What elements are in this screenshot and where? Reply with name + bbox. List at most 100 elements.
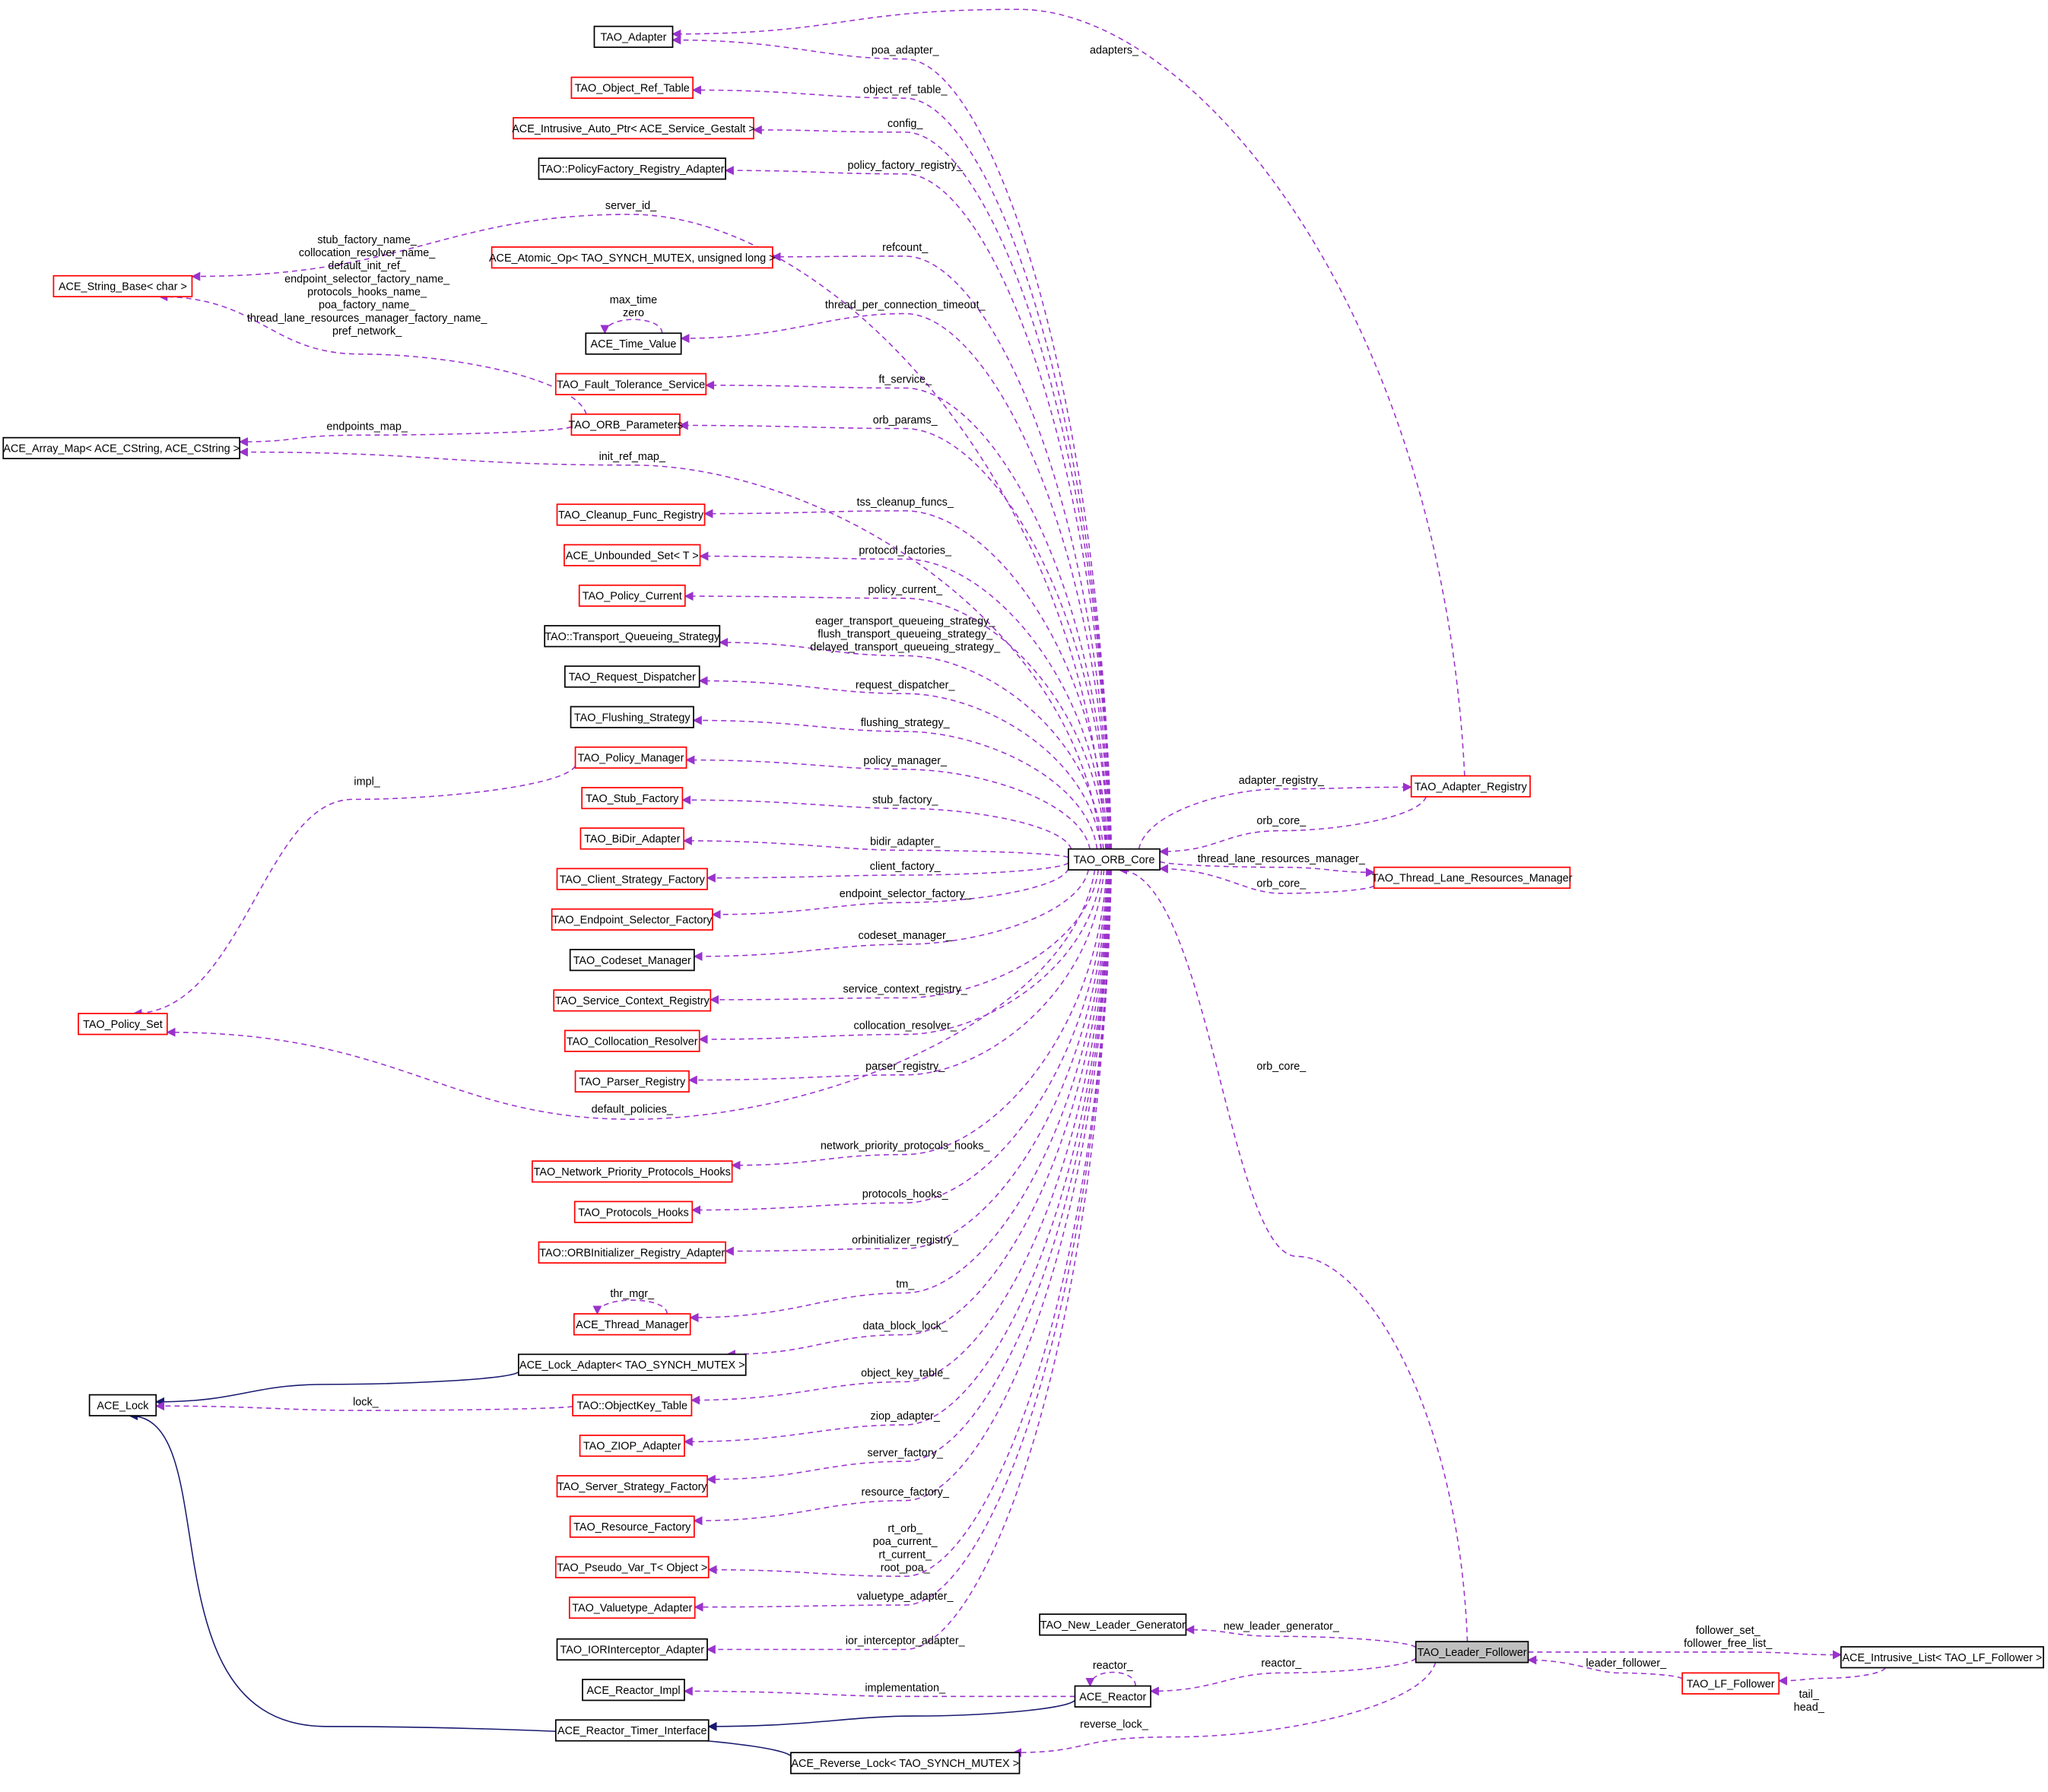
class-node-ace-lock-adapter-tao-synch-mutex[interactable]: ACE_Lock_Adapter< TAO_SYNCH_MUTEX > — [517, 1353, 747, 1376]
class-node-ace-unbounded-set-t[interactable]: ACE_Unbounded_Set< T > — [564, 544, 701, 566]
class-node-tao-object-ref-table[interactable]: TAO_Object_Ref_Table — [570, 76, 694, 99]
class-node-tao-stub-factory[interactable]: TAO_Stub_Factory — [581, 787, 684, 810]
edge-layer — [128, 8, 1886, 1758]
class-node-tao-transport-queueing-strategy[interactable]: TAO::Transport_Queueing_Strategy — [544, 625, 721, 648]
class-node-tao-leader-follower[interactable]: TAO_Leader_Follower — [1415, 1641, 1529, 1664]
class-node-tao-orb-parameters[interactable]: TAO_ORB_Parameters — [569, 413, 683, 436]
node-box — [564, 1029, 700, 1052]
usage-edge-orbinitializer-registry — [724, 870, 1110, 1256]
edge-label: reactor_ — [1093, 1660, 1134, 1672]
class-node-ace-reactor-timer-interface[interactable]: ACE_Reactor_Timer_Interface — [554, 1719, 710, 1742]
class-node-tao-policyfactory-registry-adapter[interactable]: TAO::PolicyFactory_Registry_Adapter — [538, 157, 726, 180]
edge-label: flushing_strategy_ — [861, 717, 951, 729]
class-node-tao-orbinitializer-registry-adapter[interactable]: TAO::ORBInitializer_Registry_Adapter — [538, 1241, 726, 1264]
edge-label: max_time — [610, 294, 657, 306]
node-box — [556, 1638, 708, 1661]
class-node-tao-valuetype-adapter[interactable]: TAO_Valuetype_Adapter — [568, 1596, 696, 1619]
usage-edge-ior-interceptor-adapter — [706, 870, 1113, 1654]
node-label: TAO_BiDir_Adapter — [584, 833, 680, 845]
usage-edge-policy-current — [684, 592, 1107, 849]
class-node-tao-protocols-hooks[interactable]: TAO_Protocols_Hooks — [573, 1200, 694, 1223]
class-node-tao-client-strategy-factory[interactable]: TAO_Client_Strategy_Factory — [556, 867, 708, 890]
edge-label: delayed_transport_queueing_strategy_ — [810, 642, 1001, 654]
class-node-tao-objectkey-table[interactable]: TAO::ObjectKey_Table — [572, 1394, 693, 1416]
node-box — [2, 436, 241, 460]
class-node-tao-collocation-resolver[interactable]: TAO_Collocation_Resolver — [564, 1029, 700, 1052]
node-label: TAO_Adapter — [600, 32, 666, 44]
class-node-tao-server-strategy-factory[interactable]: TAO_Server_Strategy_Factory — [556, 1475, 708, 1498]
node-label: TAO_Protocols_Hooks — [578, 1207, 688, 1219]
class-node-tao-ziop-adapter[interactable]: TAO_ZIOP_Adapter — [579, 1434, 685, 1457]
edge-label: default_init_ref_ — [328, 260, 407, 272]
usage-edge-leader-follower — [1527, 1655, 1683, 1679]
class-node-tao-codeset-manager[interactable]: TAO_Codeset_Manager — [569, 949, 695, 972]
class-node-tao-flushing-strategy[interactable]: TAO_Flushing_Strategy — [570, 706, 694, 728]
class-node-tao-resource-factory[interactable]: TAO_Resource_Factory — [569, 1515, 695, 1538]
class-node-tao-pseudo-var-t-object[interactable]: TAO_Pseudo_Var_T< Object > — [554, 1556, 710, 1578]
usage-edge-parser-registry — [687, 870, 1105, 1085]
class-node-tao-lf-follower[interactable]: TAO_LF_Follower — [1681, 1672, 1780, 1695]
class-node-tao-thread-lane-resources-manager[interactable]: TAO_Thread_Lane_Resources_Manager — [1372, 866, 1573, 890]
node-box — [88, 1394, 157, 1416]
edge-label: thread_per_connection_timeout_ — [825, 300, 986, 312]
node-box — [517, 1353, 747, 1376]
class-node-ace-intrusive-auto-ptr-ace-service-gestalt[interactable]: ACE_Intrusive_Auto_Ptr< ACE_Service_Gest… — [512, 117, 755, 140]
class-node-ace-lock[interactable]: ACE_Lock — [88, 1394, 157, 1416]
edge-label: adapter_registry_ — [1239, 775, 1325, 787]
edge-label: orb_params_ — [873, 414, 938, 427]
edge-label: codeset_manager_ — [859, 930, 953, 942]
node-label: TAO_Server_Strategy_Factory — [557, 1481, 707, 1493]
class-node-tao-service-context-registry[interactable]: TAO_Service_Context_Registry — [553, 989, 712, 1012]
class-node-ace-thread-manager[interactable]: ACE_Thread_Manager — [573, 1313, 691, 1336]
node-label: TAO_Service_Context_Registry — [555, 995, 710, 1007]
class-node-tao-orb-core[interactable]: TAO_ORB_Core — [1068, 848, 1161, 871]
class-node-tao-policy-set[interactable]: TAO_Policy_Set — [78, 1013, 168, 1036]
edge-label: flush_transport_queueing_strategy_ — [818, 628, 993, 640]
class-node-ace-intrusive-list-tao-lf-follower[interactable]: ACE_Intrusive_List< TAO_LF_Follower > — [1840, 1646, 2044, 1669]
node-layer: TAO_AdapterTAO_Object_Ref_TableACE_Intru… — [2, 25, 2044, 1775]
node-label: TAO_Policy_Manager — [578, 753, 684, 765]
class-node-ace-reverse-lock-tao-synch-mutex[interactable]: ACE_Reverse_Lock< TAO_SYNCH_MUTEX > — [790, 1752, 1021, 1775]
edge-label: reactor_ — [1261, 1657, 1302, 1670]
node-box — [569, 1515, 695, 1538]
node-label: TAO_Codeset_Manager — [573, 955, 691, 967]
node-label: TAO::ObjectKey_Table — [577, 1400, 687, 1412]
class-node-tao-policy-manager[interactable]: TAO_Policy_Manager — [574, 746, 687, 769]
class-node-tao-cleanup-func-registry[interactable]: TAO_Cleanup_Func_Registry — [556, 503, 706, 526]
edge-label: endpoint_selector_factory_ — [840, 888, 972, 900]
class-node-ace-time-value[interactable]: ACE_Time_Value — [585, 332, 682, 355]
edge-label: root_poa_ — [881, 1562, 931, 1574]
node-label: TAO::PolicyFactory_Registry_Adapter — [540, 163, 725, 176]
class-node-tao-policy-current[interactable]: TAO_Policy_Current — [578, 584, 686, 607]
class-node-tao-iorinterceptor-adapter[interactable]: TAO_IORInterceptor_Adapter — [556, 1638, 708, 1661]
node-label: TAO_Client_Strategy_Factory — [560, 874, 706, 886]
class-node-ace-reactor[interactable]: ACE_Reactor — [1074, 1685, 1151, 1708]
class-node-ace-reactor-impl[interactable]: ACE_Reactor_Impl — [582, 1679, 685, 1702]
class-node-ace-atomic-op-tao-synch-mutex-unsigned-long[interactable]: ACE_Atomic_Op< TAO_SYNCH_MUTEX, unsigned… — [489, 246, 776, 269]
node-box — [556, 503, 706, 526]
node-label: TAO_New_Leader_Generator — [1040, 1619, 1186, 1632]
class-node-tao-network-priority-protocols-hooks[interactable]: TAO_Network_Priority_Protocols_Hooks — [532, 1160, 733, 1183]
class-node-tao-adapter[interactable]: TAO_Adapter — [593, 25, 674, 49]
class-node-tao-fault-tolerance-service[interactable]: TAO_Fault_Tolerance_Service — [554, 373, 707, 395]
edge-label: follower_set_ — [1696, 1625, 1761, 1637]
class-node-tao-request-dispatcher[interactable]: TAO_Request_Dispatcher — [564, 665, 700, 688]
node-label: ACE_Intrusive_List< TAO_LF_Follower > — [1842, 1652, 2042, 1664]
class-node-tao-new-leader-generator[interactable]: TAO_New_Leader_Generator — [1039, 1613, 1187, 1636]
node-label: ACE_Lock — [97, 1400, 149, 1412]
usage-edge-follower-set — [1528, 1650, 1842, 1660]
class-node-ace-array-map-ace-cstring-ace-cstring[interactable]: ACE_Array_Map< ACE_CString, ACE_CString … — [2, 436, 241, 460]
node-label: TAO_Valuetype_Adapter — [572, 1603, 692, 1615]
edge-label: thr_mgr_ — [610, 1288, 655, 1300]
class-node-ace-string-base-char[interactable]: ACE_String_Base< char > — [52, 274, 193, 298]
class-node-tao-endpoint-selector-factory[interactable]: TAO_Endpoint_Selector_Factory — [551, 908, 713, 931]
edge-label: orbinitializer_registry_ — [852, 1234, 959, 1246]
node-box — [554, 373, 707, 395]
class-node-tao-bidir-adapter[interactable]: TAO_BiDir_Adapter — [579, 827, 684, 850]
class-node-tao-adapter-registry[interactable]: TAO_Adapter_Registry — [1410, 775, 1531, 798]
node-box — [538, 157, 726, 180]
edge-label: refcount_ — [882, 242, 929, 254]
node-label: ACE_Reactor_Timer_Interface — [557, 1725, 706, 1737]
class-node-tao-parser-registry[interactable]: TAO_Parser_Registry — [574, 1070, 690, 1093]
edge-label: data_block_lock_ — [863, 1321, 948, 1333]
